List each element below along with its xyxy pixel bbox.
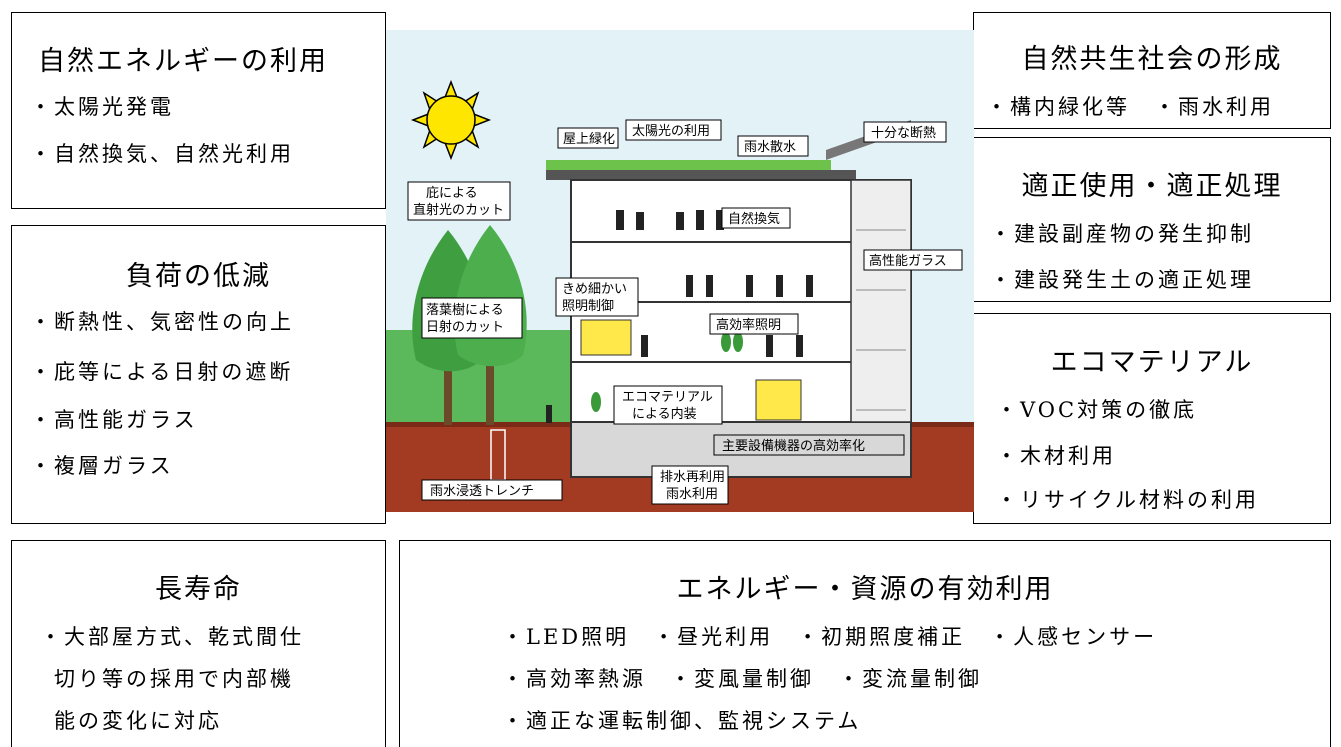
eco-material-item: ・リサイクル材料の利用 <box>996 488 1259 512</box>
long-life-item: 能の変化に対応 <box>54 709 222 733</box>
proper-use-title: 適正使用・適正処理 <box>1021 171 1283 202</box>
label-equipment: 主要設備機器の高効率化 <box>722 438 865 454</box>
energy-resource-item: ・適正な運転制御、監視システム <box>502 709 862 733</box>
coexistence-item: ・構内緑化等 ・雨水利用 <box>986 95 1274 119</box>
eco-material-item: ・VOC対策の徹底 <box>996 398 1198 422</box>
coexistence-title: 自然共生社会の形成 <box>1021 44 1283 75</box>
label-hp-glass: 高性能ガラス <box>869 253 947 269</box>
label-eco-interior-1: エコマテリアル <box>622 390 713 405</box>
load-reduction-item: ・複層ガラス <box>30 454 174 478</box>
label-eaves-2: 直射光のカット <box>413 202 504 218</box>
label-eaves-1: 庇による <box>426 186 478 201</box>
rooftop-green <box>546 160 831 170</box>
label-deciduous-2: 日射のカット <box>426 319 504 335</box>
energy-resource-title: エネルギー・資源の有効利用 <box>676 574 1054 605</box>
load-reduction-item: ・断熱性、気密性の向上 <box>30 310 294 334</box>
load-reduction-item: ・庇等による日射の遮断 <box>30 360 294 384</box>
natural-energy-title: 自然エネルギーの利用 <box>38 46 328 77</box>
label-hi-eff-light: 高効率照明 <box>716 317 781 333</box>
proper-use-box: 適正使用・適正処理 ・建設副産物の発生抑制 ・建設発生土の適正処理 <box>973 137 1331 302</box>
eco-material-box: エコマテリアル ・VOC対策の徹底 ・木材利用 ・リサイクル材料の利用 <box>973 313 1331 524</box>
energy-resource-item: ・高効率熱源 ・変風量制御 ・変流量制御 <box>502 667 982 691</box>
coexistence-box: 自然共生社会の形成 ・構内緑化等 ・雨水利用 <box>973 12 1331 129</box>
long-life-item: ・大部屋方式、乾式間仕 <box>40 625 304 649</box>
label-fine-light-1: きめ細かい <box>562 282 627 297</box>
long-life-title: 長寿命 <box>155 574 242 605</box>
long-life-item: 切り等の採用で内部機 <box>54 667 294 691</box>
natural-energy-box: 自然エネルギーの利用 ・太陽光発電 ・自然換気、自然光利用 <box>11 12 386 209</box>
label-natural-vent: 自然換気 <box>728 211 780 227</box>
label-eco-interior-2: による内装 <box>632 406 697 422</box>
label-drain-2: 雨水利用 <box>666 487 718 502</box>
load-reduction-item: ・高性能ガラス <box>30 408 198 432</box>
building-illustration: 屋上緑化 太陽光の利用 雨水散水 十分な断熱 庇による 直射光のカット 自然換気… <box>386 30 974 512</box>
load-reduction-box: 負荷の低減 ・断熱性、気密性の向上 ・庇等による日射の遮断 ・高性能ガラス ・複… <box>11 225 386 524</box>
label-fine-light-2: 照明制御 <box>562 299 614 314</box>
sun-icon <box>410 79 492 161</box>
illustration-labels: 屋上緑化 太陽光の利用 雨水散水 十分な断熱 庇による 直射光のカット 自然換気… <box>407 119 963 505</box>
building-illustration-svg: 屋上緑化 太陽光の利用 雨水散水 十分な断熱 庇による 直射光のカット 自然換気… <box>386 79 974 512</box>
eco-material-title: エコマテリアル <box>1050 347 1254 378</box>
long-life-box: 長寿命 ・大部屋方式、乾式間仕 切り等の採用で内部機 能の変化に対応 <box>11 540 386 747</box>
label-insulation: 十分な断熱 <box>871 126 936 141</box>
proper-use-item: ・建設発生土の適正処理 <box>990 268 1254 292</box>
load-reduction-title: 負荷の低減 <box>126 261 271 292</box>
label-rooftop-green: 屋上緑化 <box>563 132 615 147</box>
label-drain-1: 排水再利用 <box>660 470 725 485</box>
energy-resource-box: エネルギー・資源の有効利用 ・LED照明 ・昼光利用 ・初期照度補正 ・人感セン… <box>399 540 1331 747</box>
proper-use-item: ・建設副産物の発生抑制 <box>990 222 1254 246</box>
label-solar-use: 太陽光の利用 <box>632 124 710 139</box>
energy-resource-item: ・LED照明 ・昼光利用 ・初期照度補正 ・人感センサー <box>502 625 1158 649</box>
natural-energy-item: ・太陽光発電 <box>30 95 174 119</box>
natural-energy-item: ・自然換気、自然光利用 <box>30 142 294 166</box>
eco-material-item: ・木材利用 <box>996 444 1116 468</box>
label-rain-sprinkle: 雨水散水 <box>744 140 796 155</box>
label-trench: 雨水浸透トレンチ <box>430 484 534 499</box>
label-deciduous-1: 落葉樹による <box>426 303 504 318</box>
